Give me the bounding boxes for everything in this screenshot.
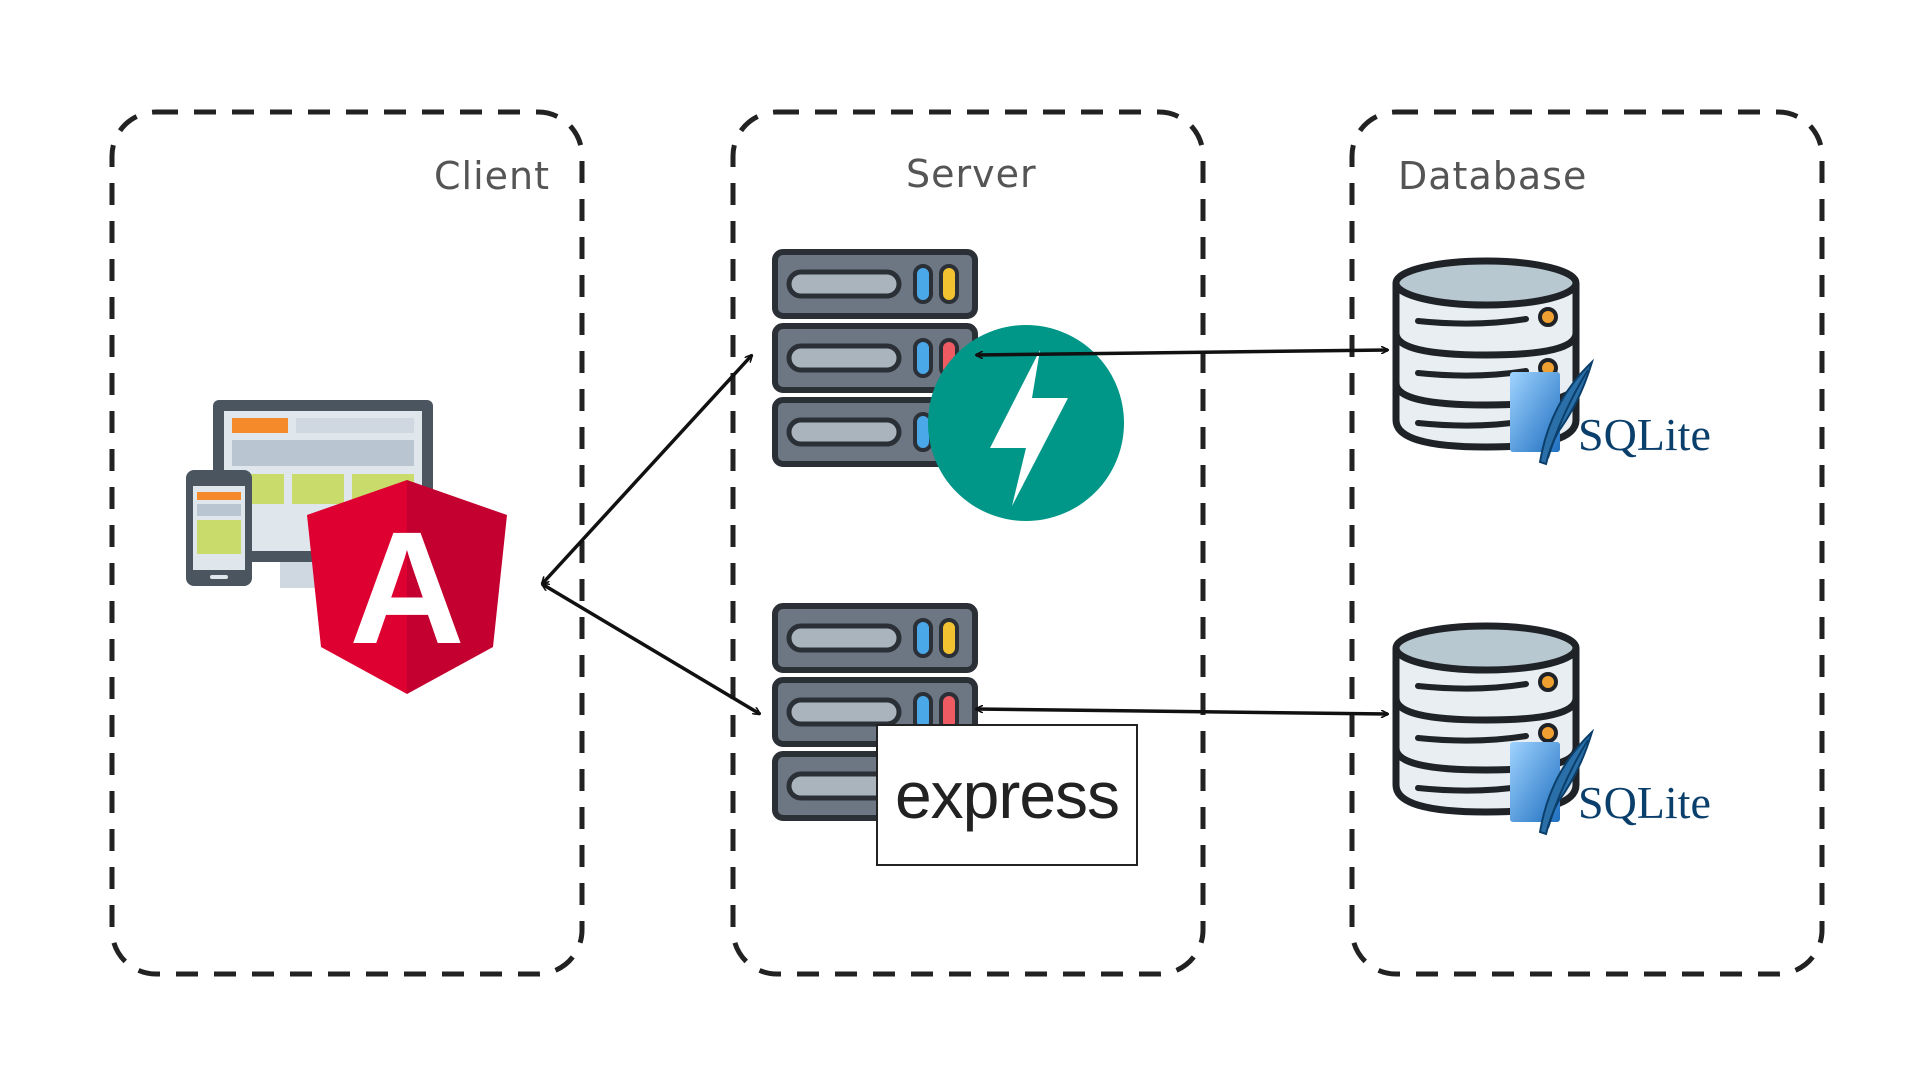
express-logo: express — [876, 724, 1138, 866]
client-zone-label: Client — [434, 154, 551, 198]
bottom-sqlite-label: SQLite — [1578, 777, 1711, 828]
database-zone-label: Database — [1398, 154, 1588, 198]
express-logo-text: express — [894, 758, 1120, 832]
server-zone-label: Server — [906, 152, 1037, 196]
angular-letter: A — [349, 498, 465, 677]
fastapi-logo — [928, 325, 1124, 521]
arrow-client-fastapi — [542, 355, 752, 584]
top-sqlite-label: SQLite — [1578, 409, 1711, 460]
arrow-client-express — [542, 582, 760, 716]
arrow-express-database — [976, 709, 1388, 714]
arrow-fastapi-database — [976, 350, 1388, 355]
angular-logo: A — [307, 480, 507, 694]
database-zone-border — [1349, 109, 1825, 977]
